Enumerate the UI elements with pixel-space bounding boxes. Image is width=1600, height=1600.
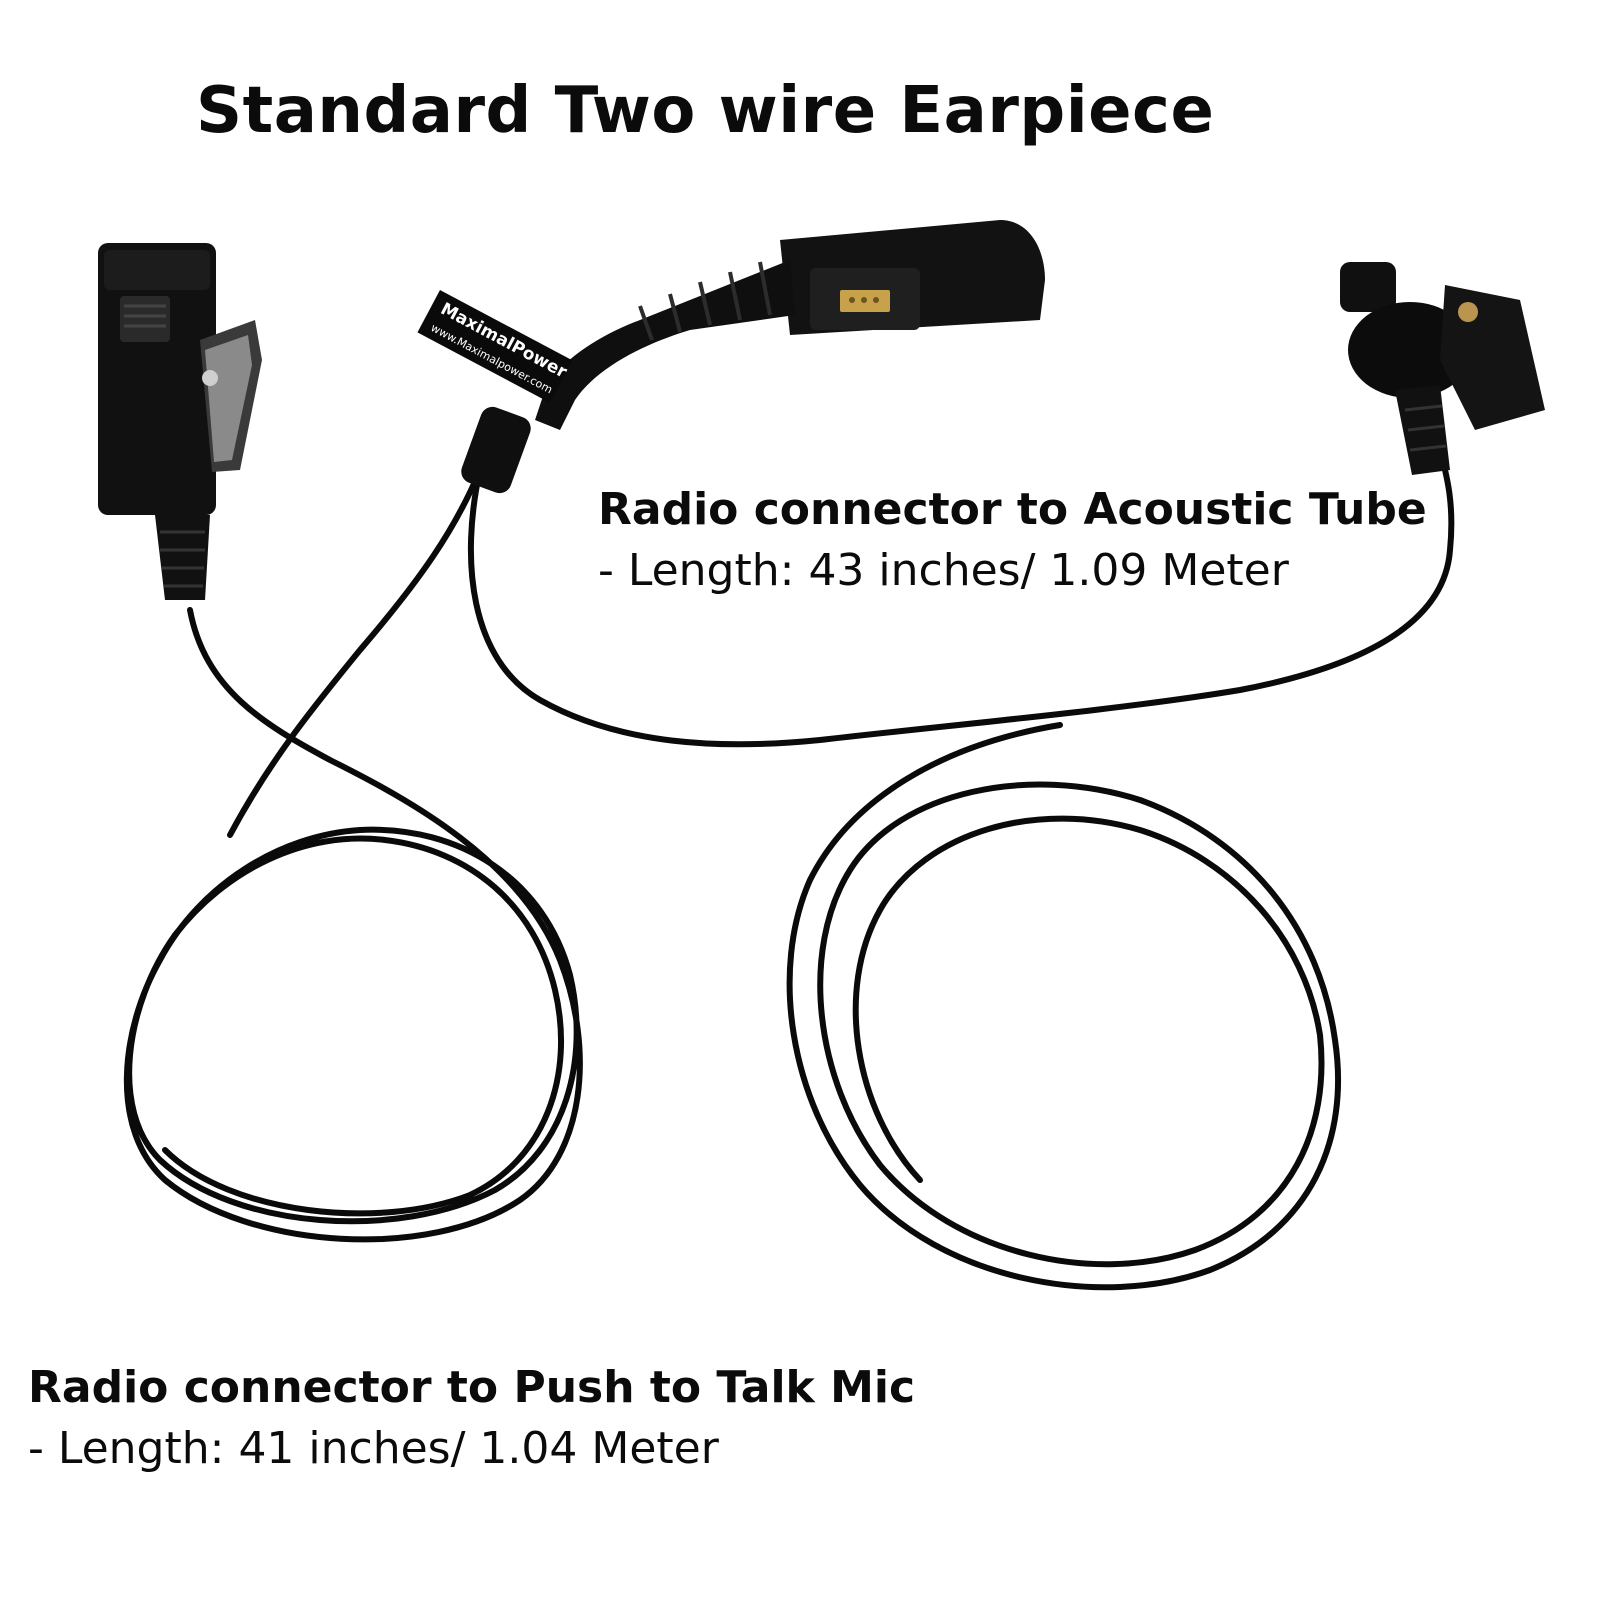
acoustic-cable [467, 447, 1455, 748]
page-title: Standard Two wire Earpiece [196, 74, 1215, 148]
acoustic-tube-heading: Radio connector to Acoustic Tube [598, 484, 1427, 535]
ptt-cable [123, 607, 583, 1243]
acoustic-tube-label: Radio connector to Acoustic Tube - Lengt… [598, 480, 1427, 602]
radio-connector-icon [461, 220, 1045, 494]
acoustic-tube-clip-icon [1340, 262, 1545, 475]
ptt-mic-label: Radio connector to Push to Talk Mic - Le… [28, 1358, 915, 1480]
brand-tag: MaximalPower www.Maximalpower.com [417, 290, 573, 403]
ptt-mic-icon [98, 243, 262, 600]
acoustic-tube-length: - Length: 43 inches/ 1.09 Meter [598, 545, 1289, 596]
center-cable [227, 467, 483, 838]
ptt-mic-heading: Radio connector to Push to Talk Mic [28, 1362, 916, 1413]
acoustic-coils [786, 722, 1341, 1291]
ptt-mic-length: - Length: 41 inches/ 1.04 Meter [28, 1423, 719, 1474]
